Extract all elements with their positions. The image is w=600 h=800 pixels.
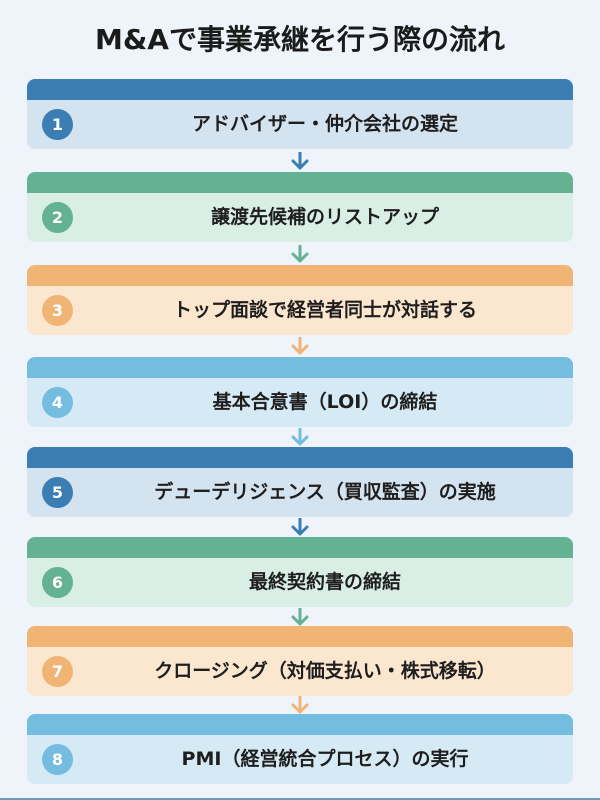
- step-number-badge: 6: [42, 567, 73, 598]
- step-body: 4 基本合意書（LOI）の締結: [27, 378, 573, 427]
- step-body: 6 最終契約書の締結: [27, 558, 573, 607]
- step-header-bar: [27, 537, 573, 558]
- down-arrow-icon: [291, 244, 309, 262]
- step-number-badge: 2: [42, 202, 73, 233]
- down-arrow-icon: [291, 428, 309, 446]
- step-card: 4 基本合意書（LOI）の締結: [27, 357, 573, 427]
- down-arrow-icon: [291, 151, 309, 169]
- step-header-bar: [27, 626, 573, 647]
- step-label: クロージング（対価支払い・株式移転）: [154, 660, 496, 682]
- step-number-badge: 1: [42, 109, 73, 140]
- page-title: M&Aで事業承継を行う際の流れ: [95, 23, 505, 56]
- step-card: 8 PMI（経営統合プロセス）の実行: [27, 714, 573, 784]
- step-header-bar: [27, 172, 573, 193]
- step-card: 3 トップ面談で経営者同士が対話する: [27, 265, 573, 335]
- step-body: 1 アドバイザー・仲介会社の選定: [27, 100, 573, 149]
- step-card: 2 譲渡先候補のリストアップ: [27, 172, 573, 242]
- step-body: 2 譲渡先候補のリストアップ: [27, 193, 573, 242]
- step-header-bar: [27, 265, 573, 286]
- step-header-bar: [27, 79, 573, 100]
- step-body: 3 トップ面談で経営者同士が対話する: [27, 286, 573, 335]
- down-arrow-icon: [291, 696, 309, 714]
- step-number-badge: 5: [42, 477, 73, 508]
- step-number-badge: 3: [42, 295, 73, 326]
- step-card: 1 アドバイザー・仲介会社の選定: [27, 79, 573, 149]
- step-label: デューデリジェンス（買収監査）の実施: [154, 481, 496, 503]
- step-number-badge: 4: [42, 387, 73, 418]
- down-arrow-icon: [291, 337, 309, 355]
- step-number-badge: 7: [42, 656, 73, 687]
- step-label: 譲渡先候補のリストアップ: [210, 206, 439, 228]
- down-arrow-icon: [291, 607, 309, 625]
- step-body: 8 PMI（経営統合プロセス）の実行: [27, 735, 573, 784]
- step-label: PMI（経営統合プロセス）の実行: [181, 748, 469, 770]
- step-header-bar: [27, 447, 573, 468]
- step-card: 6 最終契約書の締結: [27, 537, 573, 607]
- step-label: 基本合意書（LOI）の締結: [212, 391, 438, 413]
- step-card: 7 クロージング（対価支払い・株式移転）: [27, 626, 573, 696]
- down-arrow-icon: [291, 518, 309, 536]
- step-header-bar: [27, 714, 573, 735]
- step-card: 5 デューデリジェンス（買収監査）の実施: [27, 447, 573, 517]
- step-header-bar: [27, 357, 573, 378]
- step-label: トップ面談で経営者同士が対話する: [172, 299, 477, 321]
- step-label: アドバイザー・仲介会社の選定: [191, 113, 458, 135]
- step-number-badge: 8: [42, 744, 73, 775]
- step-body: 5 デューデリジェンス（買収監査）の実施: [27, 468, 573, 517]
- step-label: 最終契約書の締結: [248, 571, 401, 593]
- step-body: 7 クロージング（対価支払い・株式移転）: [27, 647, 573, 696]
